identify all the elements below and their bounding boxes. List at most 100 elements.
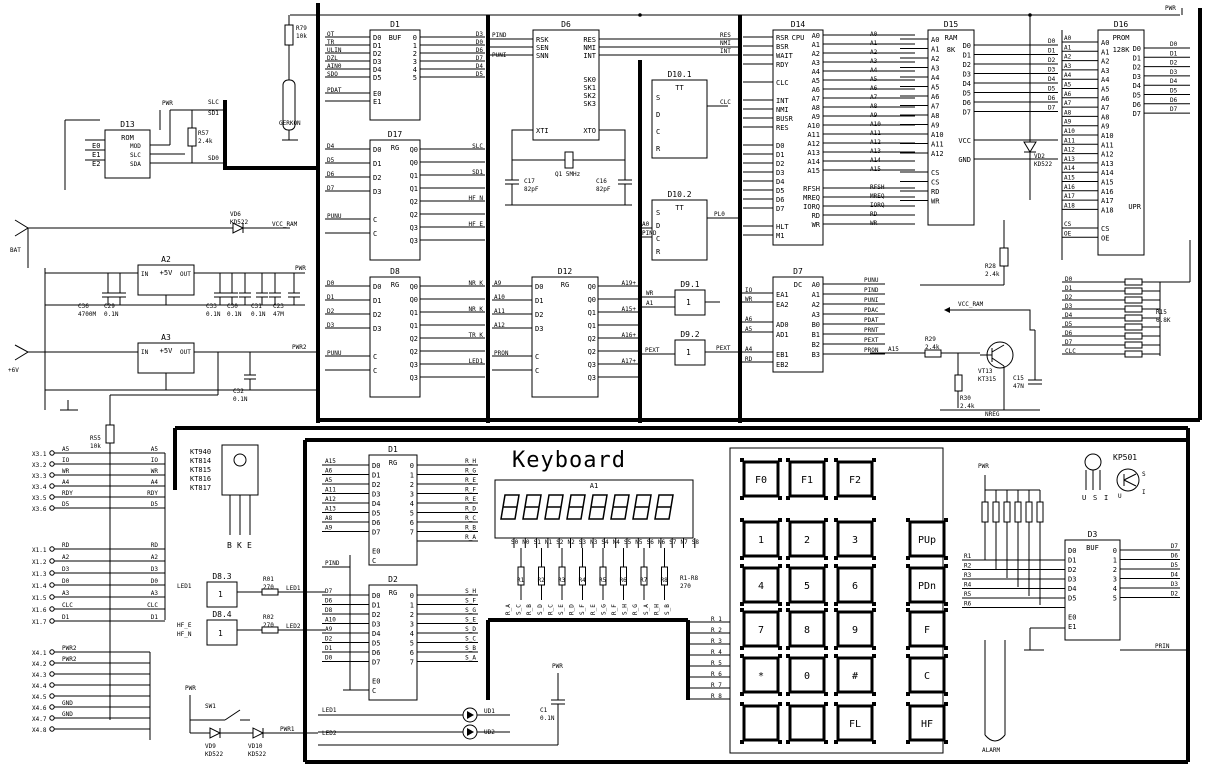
sig-d1-l: SDO	[327, 71, 338, 78]
keypad-key-4[interactable]: 4	[742, 566, 780, 604]
label-r-array: R4	[579, 577, 587, 584]
pin-d14-l: D7	[776, 205, 784, 213]
pin-d14-r: A6	[812, 86, 820, 94]
sig-kd2-l: D6	[325, 598, 333, 605]
keypad-key-FL[interactable]: FL	[836, 704, 874, 742]
pin-d12-out: Q3	[588, 374, 596, 382]
keypad-key-body[interactable]	[836, 656, 874, 694]
keypad-key-body[interactable]	[788, 704, 826, 742]
sig-kbd-row: R_5	[711, 660, 722, 667]
key-contact	[906, 654, 910, 658]
pin-kd3: D0	[1068, 547, 1076, 555]
keypad-key-F[interactable]: F	[908, 610, 946, 648]
keypad-key-body[interactable]	[908, 566, 946, 604]
key-contact	[740, 740, 744, 744]
sig-kd3-l: R2	[964, 563, 972, 570]
keypad-key-*[interactable]: *	[742, 656, 780, 694]
keypad-key-body[interactable]	[788, 610, 826, 648]
pin-d1-in: D2	[373, 50, 381, 58]
keypad-key-body[interactable]	[742, 520, 780, 558]
keypad-key-body[interactable]	[788, 656, 826, 694]
keypad-key-label: F0	[755, 475, 767, 486]
sig-kd3-r: D6	[1171, 553, 1179, 560]
pin-d16-r: D7	[1133, 110, 1141, 118]
sig-d16-l: A2	[1064, 54, 1072, 61]
pin-d12-out: Q0	[588, 283, 596, 291]
keypad-key-body[interactable]	[788, 520, 826, 558]
keypad-key-body[interactable]	[836, 566, 874, 604]
pin-kd3: D4	[1068, 585, 1076, 593]
keypad-key-body[interactable]	[908, 704, 946, 742]
keypad-key-body[interactable]	[742, 566, 780, 604]
sig-d16-l: A11	[1064, 137, 1075, 144]
keypad-key-F1[interactable]: F1	[788, 460, 826, 498]
sig-kd1-r: R_F	[465, 487, 476, 494]
diode-vd6	[232, 222, 245, 234]
keypad-key-label: 3	[852, 535, 858, 546]
sig-kd3-l: R3	[964, 572, 972, 579]
pin-d15-l: WR	[931, 198, 940, 206]
pin-d6-r: RES	[583, 36, 596, 44]
keypad-key-6[interactable]: 6	[836, 566, 874, 604]
sig-a1-bottom: R_C	[547, 604, 554, 615]
keypad-key-C[interactable]: C	[908, 656, 946, 694]
keypad-key-2[interactable]: 2	[788, 520, 826, 558]
keypad-key-blank[interactable]	[788, 704, 826, 742]
keypad-key-HF[interactable]: HF	[908, 704, 946, 742]
pin-kd1: D0	[372, 462, 380, 470]
label-c15: C15	[1013, 375, 1024, 382]
pin-kd2: D4	[372, 630, 380, 638]
keypad-key-1[interactable]: 1	[742, 520, 780, 558]
sig-d1-l: AIN0	[327, 63, 342, 70]
keypad-key-body[interactable]	[836, 460, 874, 498]
key-contact	[824, 608, 828, 612]
pin-d17-in: D3	[373, 188, 381, 196]
keypad-key-body[interactable]	[742, 704, 780, 742]
sig-x4: PWR2	[62, 656, 77, 663]
keypad-key-body[interactable]	[788, 566, 826, 604]
keypad-key-9[interactable]: 9	[836, 610, 874, 648]
diode-vd10	[252, 727, 265, 739]
keypad-key-PUp[interactable]: PUp	[908, 520, 946, 558]
keypad-key-body[interactable]	[836, 610, 874, 648]
sig-d16-l: A8	[1064, 109, 1072, 116]
pin-d15-r: D4	[963, 80, 971, 88]
key-contact	[786, 458, 790, 462]
keypad-key-body[interactable]	[908, 520, 946, 558]
keypad-key-0[interactable]: 0	[788, 656, 826, 694]
sig-d17-r: SLC	[472, 143, 483, 150]
keypad-key-body[interactable]	[788, 460, 826, 498]
keypad-key-8[interactable]: 8	[788, 610, 826, 648]
keypad-key-body[interactable]	[836, 704, 874, 742]
pin-kd2: D3	[372, 621, 380, 629]
pin-kd2-out: 0	[410, 592, 414, 600]
chip-d12-ref: D12	[558, 267, 573, 276]
sig-d7-l: A4	[745, 346, 753, 353]
sig-kbd-row: R_1	[711, 616, 722, 623]
key-contact	[906, 564, 910, 568]
pin-d1-in: D4	[373, 66, 381, 74]
pin-d1-out: 1	[413, 42, 417, 50]
keypad-key-body[interactable]	[742, 460, 780, 498]
keypad-key-F2[interactable]: F2	[836, 460, 874, 498]
keypad-key-body[interactable]	[908, 656, 946, 694]
keypad-key-7[interactable]: 7	[742, 610, 780, 648]
pin-d12-out: Q3	[588, 361, 596, 369]
keypad-key-body[interactable]	[836, 520, 874, 558]
pin-d14-r: A14	[807, 158, 820, 166]
pin-d17-out: Q0	[410, 159, 418, 167]
keypad-key-PDn[interactable]: PDn	[908, 566, 946, 604]
keypad-key-body[interactable]	[742, 610, 780, 648]
wire	[1123, 473, 1137, 481]
pin-d7-l: AD0	[776, 321, 789, 329]
pin-d16-l: A3	[1101, 67, 1109, 75]
keypad-key-#[interactable]: #	[836, 656, 874, 694]
keypad-key-body[interactable]	[742, 656, 780, 694]
pin-d6-l: SNN	[536, 52, 549, 60]
keypad-key-3[interactable]: 3	[836, 520, 874, 558]
pin-d16-l: A8	[1101, 113, 1109, 121]
keypad-key-body[interactable]	[908, 610, 946, 648]
keypad-key-5[interactable]: 5	[788, 566, 826, 604]
keypad-key-F0[interactable]: F0	[742, 460, 780, 498]
keypad-key-blank[interactable]	[742, 704, 780, 742]
